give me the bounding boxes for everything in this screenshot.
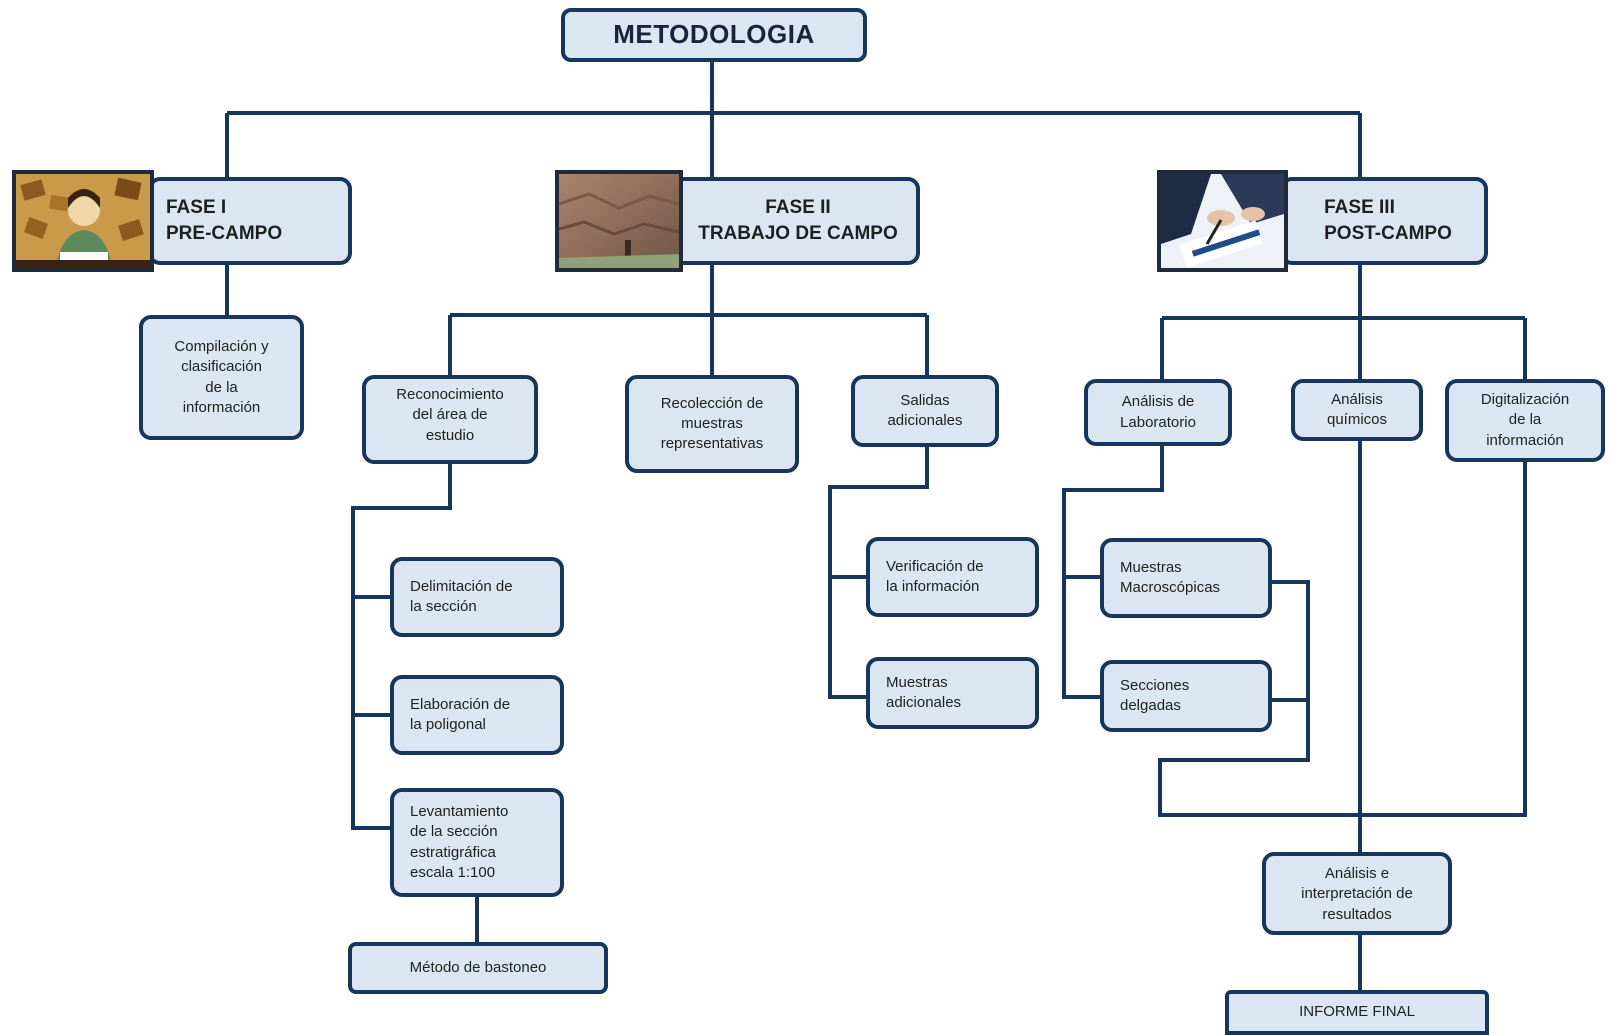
recoleccion-box: Recolección de muestras representativas	[625, 375, 799, 473]
verificacion-label: Verificación de la información	[886, 557, 984, 595]
compilacion-box: Compilación y clasificación de la inform…	[139, 315, 304, 440]
title-box: METODOLOGIA	[561, 8, 867, 62]
muestras-adicionales-label: Muestras adicionales	[886, 673, 962, 711]
signing-document-image	[1157, 170, 1288, 272]
analisis-quimicos-label: Análisis químicos	[1326, 390, 1388, 428]
phase-1-box: FASE I PRE-CAMPO	[148, 177, 352, 265]
interpretacion-box: Análisis e interpretación de resultados	[1262, 852, 1452, 935]
reading-person-image	[12, 170, 154, 272]
informe-final-box: INFORME FINAL	[1225, 990, 1489, 1035]
informe-final-label: INFORME FINAL	[1299, 1003, 1415, 1021]
secciones-delgadas-box: Secciones delgadas	[1100, 660, 1272, 732]
secciones-delgadas-label: Secciones delgadas	[1120, 676, 1190, 714]
compilacion-label: Compilación y clasificación de la inform…	[174, 338, 269, 416]
analisis-quimicos-box: Análisis químicos	[1291, 379, 1423, 441]
phase-2-box: FASE II TRABAJO DE CAMPO	[672, 177, 920, 265]
reconocimiento-label: Reconocimiento del área de estudio	[396, 386, 504, 444]
elaboracion-box: Elaboración de la poligonal	[390, 675, 564, 755]
phase-2-label: FASE II TRABAJO DE CAMPO	[698, 197, 898, 244]
muestras-adicionales-box: Muestras adicionales	[866, 657, 1039, 729]
metodo-box: Método de bastoneo	[348, 942, 608, 994]
analisis-laboratorio-box: Análisis de Laboratorio	[1084, 379, 1232, 446]
muestras-macroscopicas-box: Muestras Macroscópicas	[1100, 538, 1272, 618]
interpretacion-label: Análisis e interpretación de resultados	[1301, 865, 1413, 923]
reconocimiento-box: Reconocimiento del área de estudio	[362, 375, 538, 464]
recoleccion-label: Recolección de muestras representativas	[660, 394, 764, 453]
digitalizacion-label: Digitalización de la información	[1480, 391, 1570, 449]
digitalizacion-box: Digitalización de la información	[1445, 379, 1605, 462]
metodo-label: Método de bastoneo	[409, 958, 547, 976]
salidas-box: Salidas adicionales	[851, 375, 999, 447]
phase-1-label: FASE I PRE-CAMPO	[166, 197, 283, 244]
analisis-laboratorio-label: Análisis de Laboratorio	[1120, 393, 1196, 431]
title-text: METODOLOGIA	[613, 19, 815, 50]
salidas-label: Salidas adicionales	[887, 391, 963, 429]
phase-3-label: FASE III POST-CAMPO	[1324, 197, 1452, 244]
muestras-macroscopicas-label: Muestras Macroscópicas	[1120, 558, 1221, 596]
rock-outcrop-image	[555, 170, 683, 272]
levantamiento-label: Levantamiento de la sección estratigráfi…	[410, 803, 509, 881]
levantamiento-box: Levantamiento de la sección estratigráfi…	[390, 788, 564, 897]
delimitacion-box: Delimitación de la sección	[390, 557, 564, 637]
delimitacion-label: Delimitación de la sección	[410, 577, 513, 615]
elaboracion-label: Elaboración de la poligonal	[410, 695, 511, 733]
phase-3-box: FASE III POST-CAMPO	[1280, 177, 1488, 265]
verificacion-box: Verificación de la información	[866, 537, 1039, 617]
